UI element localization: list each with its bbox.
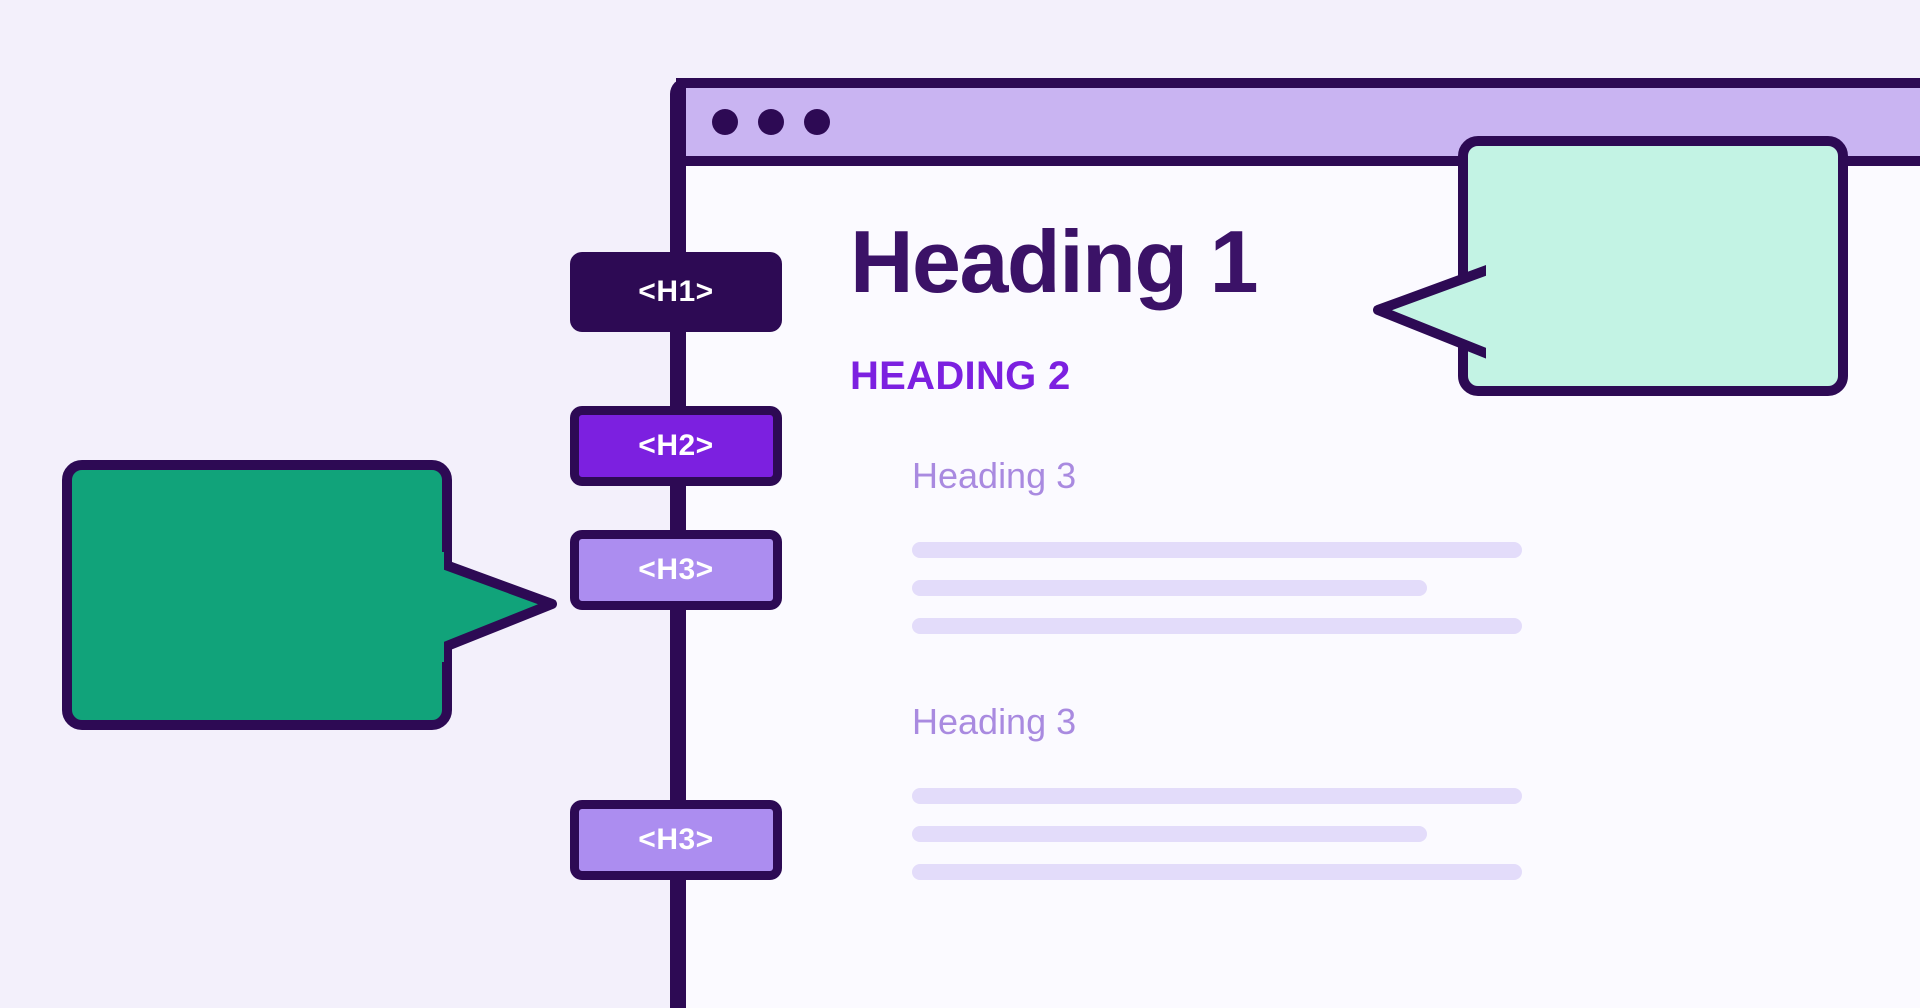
- document-content-area: Heading 1 HEADING 2 Heading 3 Heading 3: [680, 166, 1920, 1008]
- window-minimize-dot-icon[interactable]: [758, 109, 784, 135]
- text-placeholder-line: [912, 826, 1427, 842]
- tag-badge-h3-second[interactable]: <H3>: [570, 800, 782, 880]
- tag-badge-h1[interactable]: <H1>: [570, 252, 782, 332]
- text-placeholder-line: [912, 864, 1522, 880]
- tag-badge-h3-second-label: <H3>: [638, 823, 714, 856]
- callout-bubble-green-tail-icon: [410, 552, 557, 662]
- paragraph-placeholder-block-1: [912, 542, 1920, 634]
- callout-bubble-green[interactable]: [62, 460, 452, 730]
- text-placeholder-line: [912, 618, 1522, 634]
- document-heading-2: HEADING 2: [850, 354, 1071, 398]
- callout-bubble-mint[interactable]: [1458, 136, 1848, 396]
- tag-badge-h3-first[interactable]: <H3>: [570, 530, 782, 610]
- tag-badge-h1-label: <H1>: [638, 275, 714, 308]
- callout-bubble-mint-tail-icon: [1373, 258, 1520, 368]
- tag-badge-h3-first-label: <H3>: [638, 553, 714, 586]
- text-placeholder-line: [912, 542, 1522, 558]
- document-heading-1: Heading 1: [850, 212, 1259, 311]
- text-placeholder-line: [912, 788, 1522, 804]
- paragraph-placeholder-block-2: [912, 788, 1920, 880]
- tag-badge-h2-label: <H2>: [638, 429, 714, 462]
- window-close-dot-icon[interactable]: [712, 109, 738, 135]
- window-maximize-dot-icon[interactable]: [804, 109, 830, 135]
- document-heading-3-second: Heading 3: [912, 701, 1077, 742]
- tag-badge-h2[interactable]: <H2>: [570, 406, 782, 486]
- document-heading-3-first: Heading 3: [912, 455, 1077, 496]
- browser-titlebar: [680, 88, 1920, 166]
- text-placeholder-line: [912, 580, 1427, 596]
